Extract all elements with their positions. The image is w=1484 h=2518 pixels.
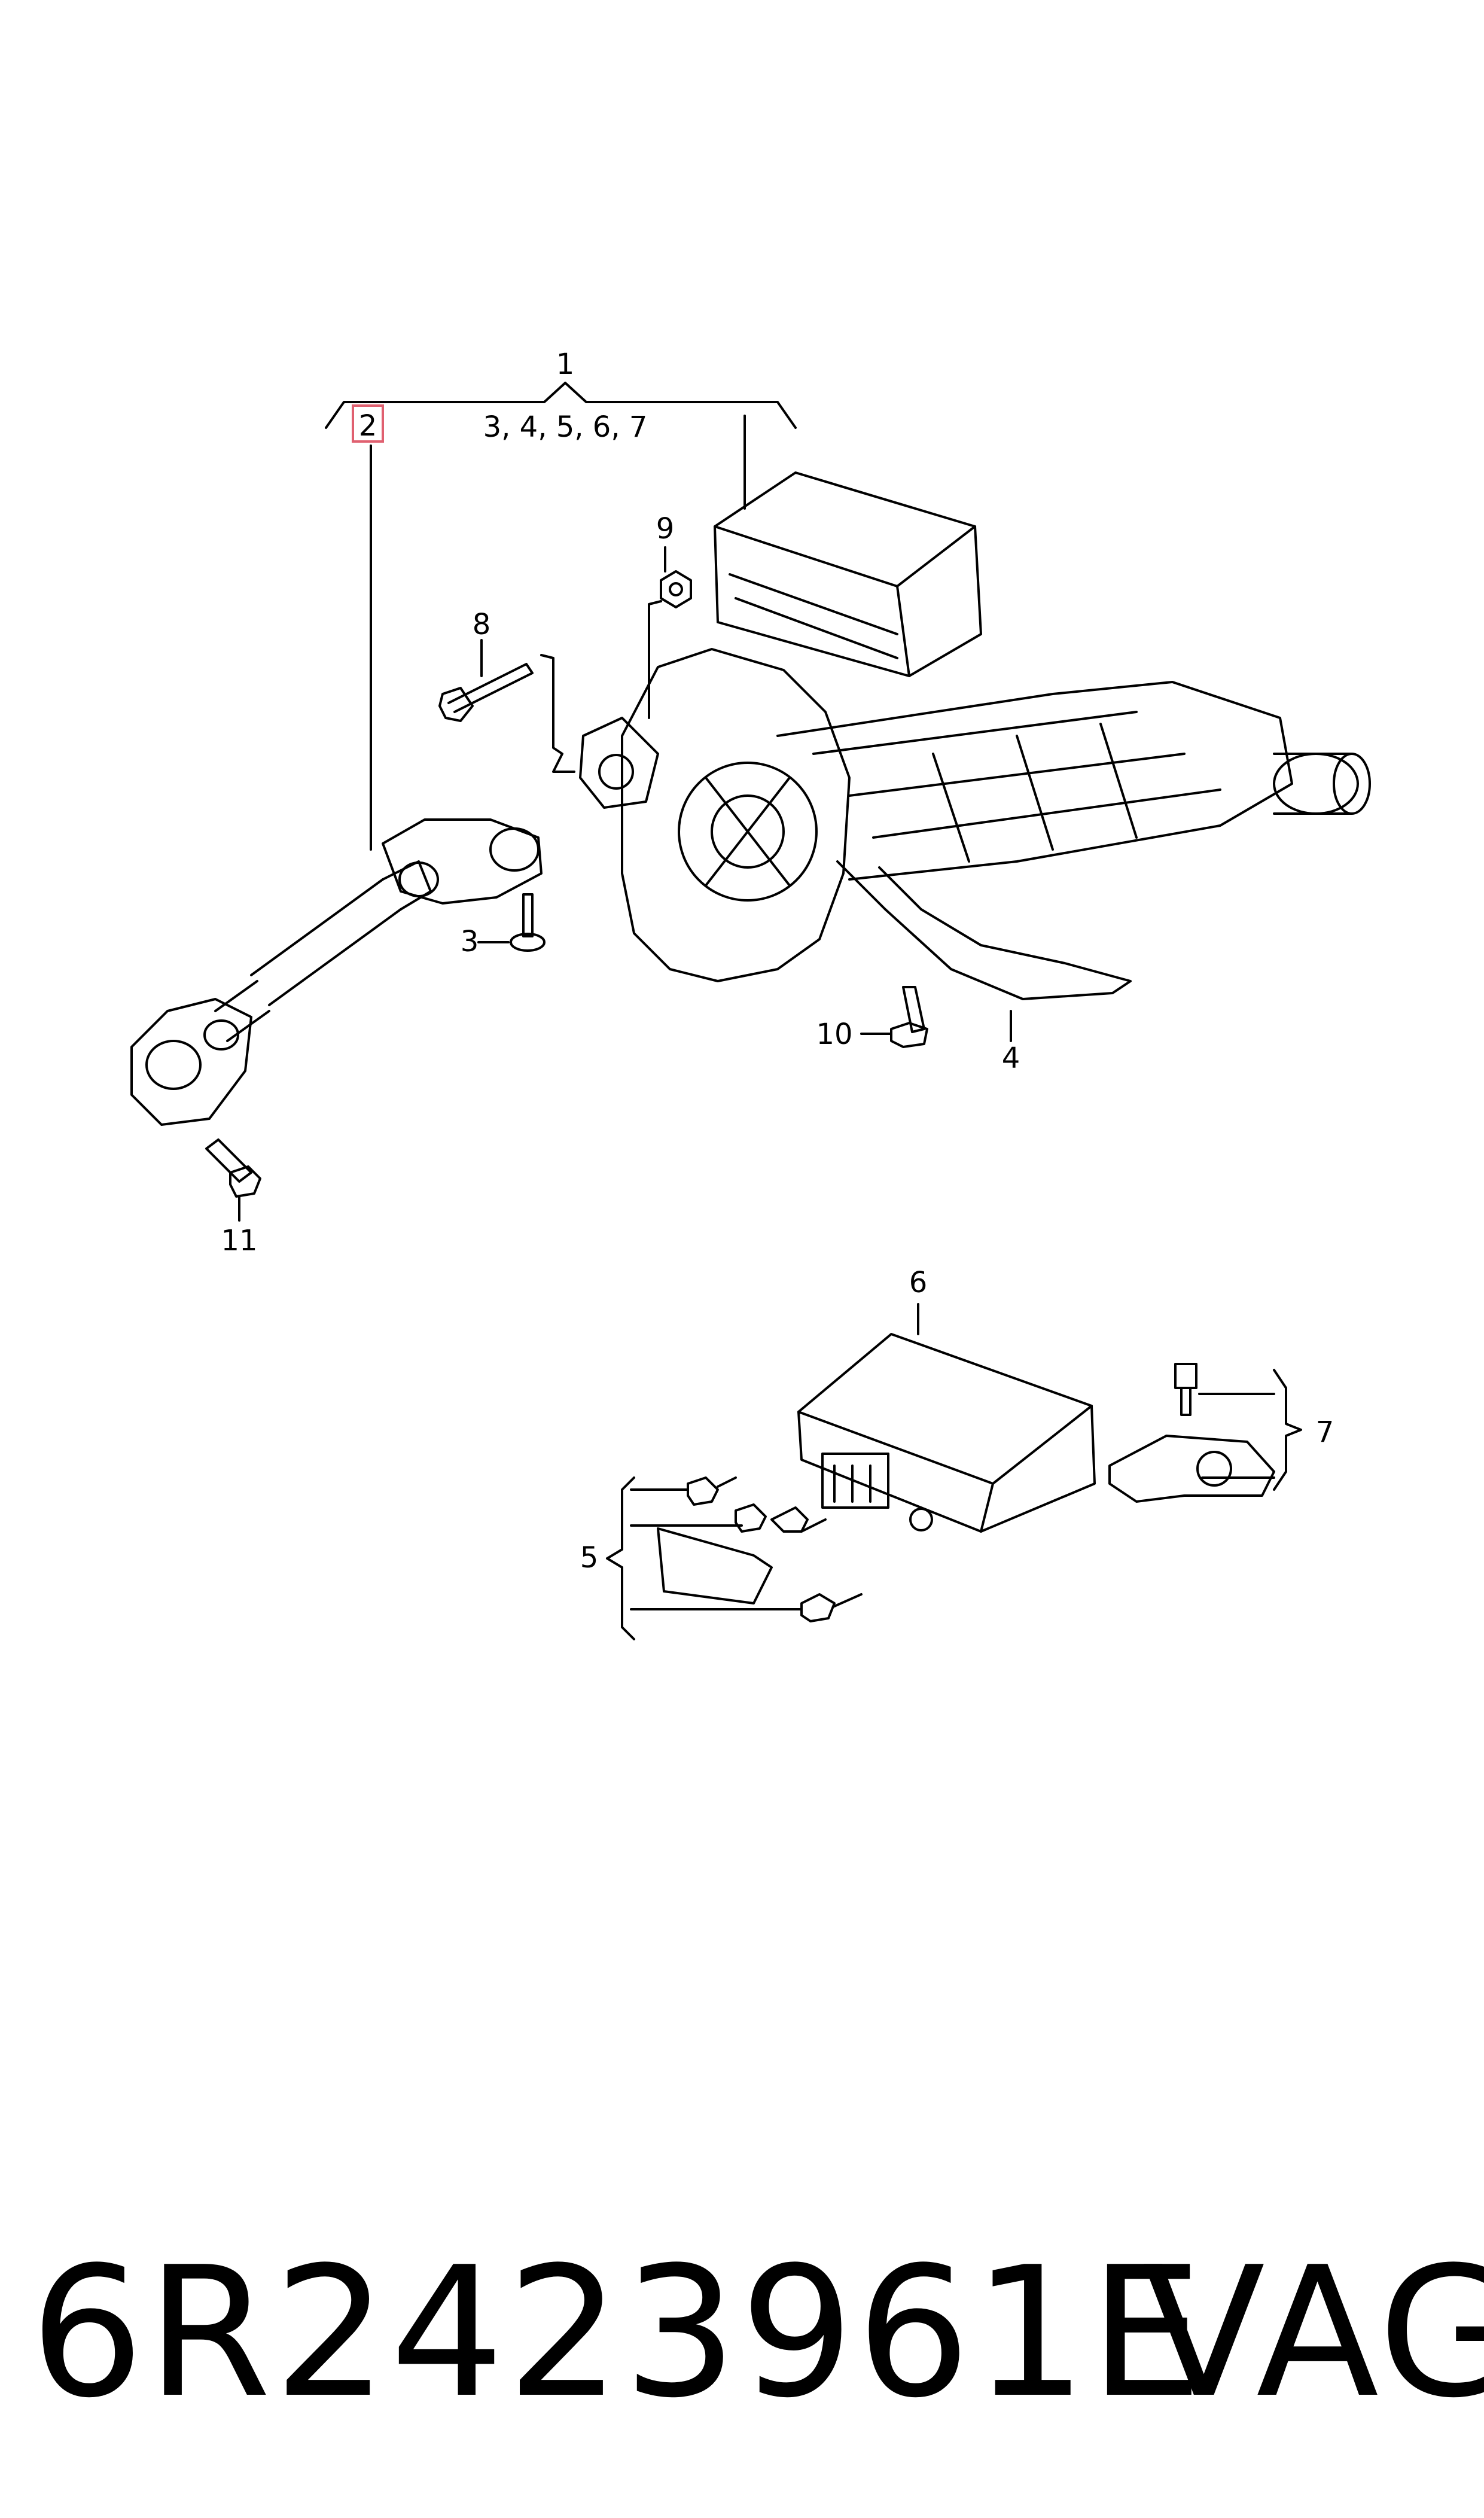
bracket-set-5 <box>606 1476 863 1640</box>
callout-11-label: 11 <box>221 1224 257 1258</box>
callout-10-label: 10 <box>816 1018 852 1051</box>
callout-2-label: 2 <box>359 409 377 443</box>
column-control-unit <box>714 471 982 677</box>
callout-1-bracket <box>325 382 797 510</box>
bolt-8 <box>438 639 575 773</box>
callout-9-label: 9 <box>656 512 675 546</box>
bolt-10 <box>860 986 928 1048</box>
callout-8-label: 8 <box>473 608 491 641</box>
steering-column-assembly <box>579 648 1371 1000</box>
callout-4-label: 4 <box>1002 1042 1020 1075</box>
callout-5-label: 5 <box>580 1541 599 1575</box>
callout-6-label: 6 <box>909 1266 928 1299</box>
part-number: 6R2423961E <box>30 2228 1205 2437</box>
nut-9 <box>648 546 692 719</box>
callout-3-label: 3 <box>461 925 479 958</box>
intermediate-steering-shaft <box>130 818 543 1126</box>
footer: 6R2423961E VAG <box>30 2213 1484 2453</box>
bolt-3 <box>477 893 546 952</box>
sensor-bracket-7 <box>1108 1363 1302 1503</box>
callout-2-highlight-box <box>352 404 384 443</box>
callout-7-label: 7 <box>1316 1415 1334 1449</box>
bolt-11 <box>205 1138 261 1222</box>
brand-label: VAG <box>1142 2228 1484 2437</box>
callout-1-label: 1 <box>556 348 575 381</box>
callout-1-children-label: 3, 4, 5, 6, 7 <box>483 410 648 444</box>
control-unit-6 <box>797 1303 1096 1533</box>
parts-diagram: 1 3, 4, 5, 6, 7 2 3 4 5 6 7 8 9 10 11 <box>130 348 1371 1640</box>
